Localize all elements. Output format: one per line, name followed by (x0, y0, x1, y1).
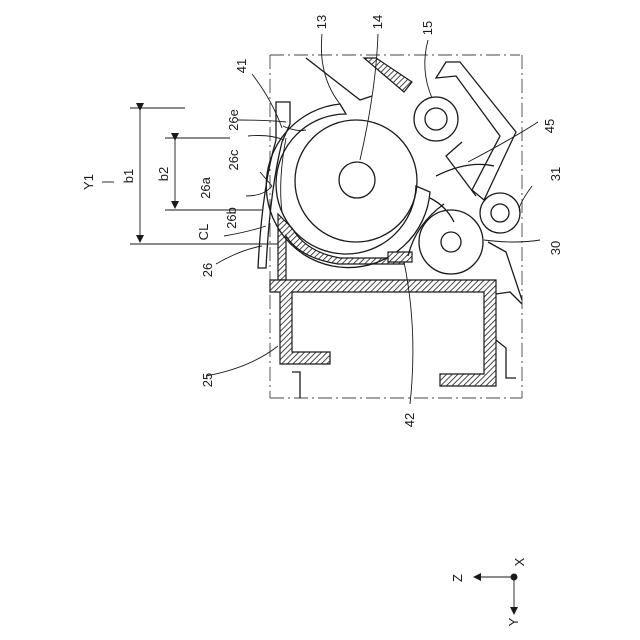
label-26: 26 (200, 263, 215, 277)
axis-x-label: X (512, 557, 527, 566)
label-26a: 26a (198, 176, 213, 198)
label-30: 30 (548, 241, 563, 255)
label-b2: b2 (156, 167, 171, 181)
label-25: 25 (200, 373, 215, 387)
label-y1: Y1 (81, 174, 96, 190)
label-15: 15 (420, 21, 435, 35)
label-45: 45 (542, 119, 557, 133)
axis-z-label: Z (450, 574, 465, 582)
label-26b: 26b (224, 207, 239, 229)
label-26e: 26e (226, 109, 241, 131)
label-b1: b1 (121, 169, 136, 183)
roller-15 (414, 97, 458, 141)
axis-y-label: Y (506, 617, 521, 626)
label-31: 31 (548, 167, 563, 181)
label-41: 41 (234, 59, 249, 73)
coordinate-axes: Z X Y (450, 557, 527, 626)
belt-45 (430, 164, 494, 222)
label-42: 42 (402, 413, 417, 427)
dimension-b1: b1 (121, 108, 278, 244)
roller-14 (339, 162, 375, 198)
upper-wall (278, 214, 404, 280)
roller-31 (480, 193, 520, 233)
direction-y1: Y1 (81, 174, 114, 190)
frame-25 (270, 280, 522, 398)
label-cl: CL (196, 224, 211, 241)
label-26c: 26c (226, 149, 241, 170)
label-14: 14 (370, 15, 385, 29)
label-13: 13 (314, 15, 329, 29)
